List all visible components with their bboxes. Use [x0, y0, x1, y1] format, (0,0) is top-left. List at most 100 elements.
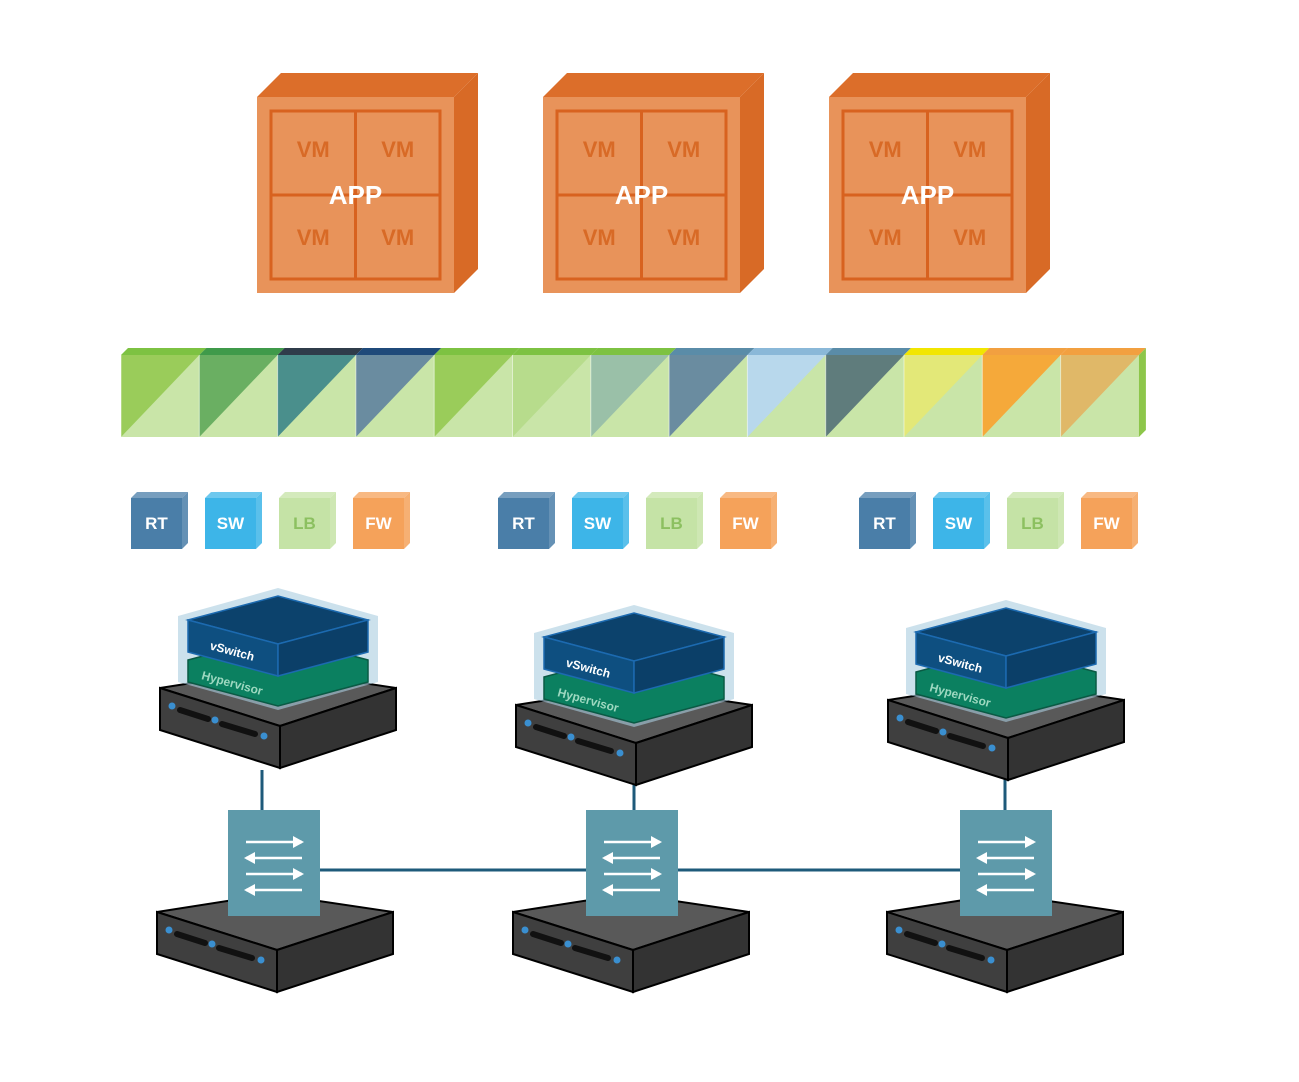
- service-cube-face: [353, 498, 404, 549]
- service-label: LB: [1021, 514, 1044, 533]
- strip-tile-top: [747, 348, 833, 355]
- service-cube-face: [205, 498, 256, 549]
- service-label: SW: [945, 514, 973, 533]
- arrow-head-left: [602, 884, 613, 896]
- service-label: RT: [145, 514, 168, 533]
- arrow-head-right: [293, 836, 304, 848]
- server-slot: [177, 707, 211, 722]
- service-label: LB: [660, 514, 683, 533]
- service-cube-face: [933, 498, 984, 549]
- service-cube: RT: [131, 492, 188, 549]
- vm-label: VM: [381, 225, 414, 250]
- service-cube-side: [1132, 492, 1138, 549]
- strip-tile-top: [669, 348, 755, 355]
- vm-label: VM: [381, 137, 414, 162]
- vm-label: VM: [667, 225, 700, 250]
- service-label: RT: [512, 514, 535, 533]
- strip-side: [1138, 348, 1146, 437]
- strip-tile-top: [982, 348, 1068, 355]
- server-slot: [533, 724, 567, 739]
- vswitch-side: [1005, 631, 1097, 689]
- strip-tile-triangle: [669, 355, 748, 437]
- server-slot: [947, 733, 986, 749]
- service-cube: SW: [572, 492, 629, 549]
- strip-tile-top: [590, 348, 677, 355]
- server-led: [211, 716, 219, 724]
- strip-tile: [277, 348, 363, 437]
- arrow-head-left: [976, 852, 987, 864]
- service-label: FW: [365, 514, 392, 533]
- strip-tile-top: [277, 348, 363, 355]
- service-cube-face: [646, 498, 697, 549]
- service-cube-side: [182, 492, 188, 549]
- service-cube-side: [404, 492, 410, 549]
- strip-tile: [355, 348, 442, 437]
- arrow-head-right: [293, 868, 304, 880]
- app-label: APP: [329, 180, 382, 210]
- vm-label: VM: [953, 137, 986, 162]
- switch-box: [960, 810, 1052, 916]
- vswitch-side: [277, 619, 369, 677]
- arrow-head-left: [976, 884, 987, 896]
- server-led: [938, 940, 946, 948]
- server-led: [168, 702, 176, 710]
- strip-tile: [120, 348, 207, 437]
- arrow-head-left: [602, 852, 613, 864]
- vm-label: VM: [869, 137, 902, 162]
- arrow-head-left: [244, 852, 255, 864]
- strip-tile-top: [512, 348, 598, 355]
- server-led: [895, 926, 903, 934]
- network-function-strip: [120, 348, 1146, 437]
- strip-tile: [903, 348, 990, 437]
- service-cube: SW: [933, 492, 990, 549]
- strip-tile-triangle: [590, 355, 670, 437]
- service-label: FW: [732, 514, 759, 533]
- server-slot: [572, 945, 611, 961]
- service-label: RT: [873, 514, 896, 533]
- service-label: LB: [293, 514, 316, 533]
- exchange-arrows-icon: [244, 836, 304, 896]
- vswitch-side: [633, 636, 725, 694]
- service-cube-top: [720, 492, 777, 498]
- service-cube: RT: [859, 492, 916, 549]
- strip-tile: [433, 348, 520, 437]
- service-cube: SW: [205, 492, 262, 549]
- service-cube-top: [933, 492, 990, 498]
- arrow-head-left: [244, 884, 255, 896]
- service-cube: RT: [498, 492, 555, 549]
- service-cube: FW: [1081, 492, 1138, 549]
- server-slot: [530, 931, 564, 946]
- switch-box: [586, 810, 678, 916]
- arrow-head-right: [651, 868, 662, 880]
- vm-label: VM: [583, 137, 616, 162]
- server-led: [613, 956, 621, 964]
- server-led: [567, 733, 575, 741]
- service-cube-side: [623, 492, 629, 549]
- server-led: [208, 940, 216, 948]
- service-cube-side: [256, 492, 262, 549]
- service-cube-top: [646, 492, 703, 498]
- service-cube-top: [279, 492, 336, 498]
- strip-tile: [981, 348, 1068, 437]
- vm-label: VM: [869, 225, 902, 250]
- server-led: [896, 714, 904, 722]
- server-side: [276, 910, 394, 994]
- strip-tile-triangle: [355, 355, 435, 437]
- service-cube: LB: [646, 492, 703, 549]
- service-cube-side: [697, 492, 703, 549]
- service-cube-top: [1007, 492, 1064, 498]
- app-top-face: [543, 73, 764, 97]
- strip-tile: [198, 348, 285, 437]
- server-side: [635, 703, 753, 787]
- physical-switch: [586, 810, 678, 916]
- strip-tile-triangle: [434, 355, 513, 437]
- strip-tile-triangle: [199, 355, 278, 437]
- service-cube-side: [1058, 492, 1064, 549]
